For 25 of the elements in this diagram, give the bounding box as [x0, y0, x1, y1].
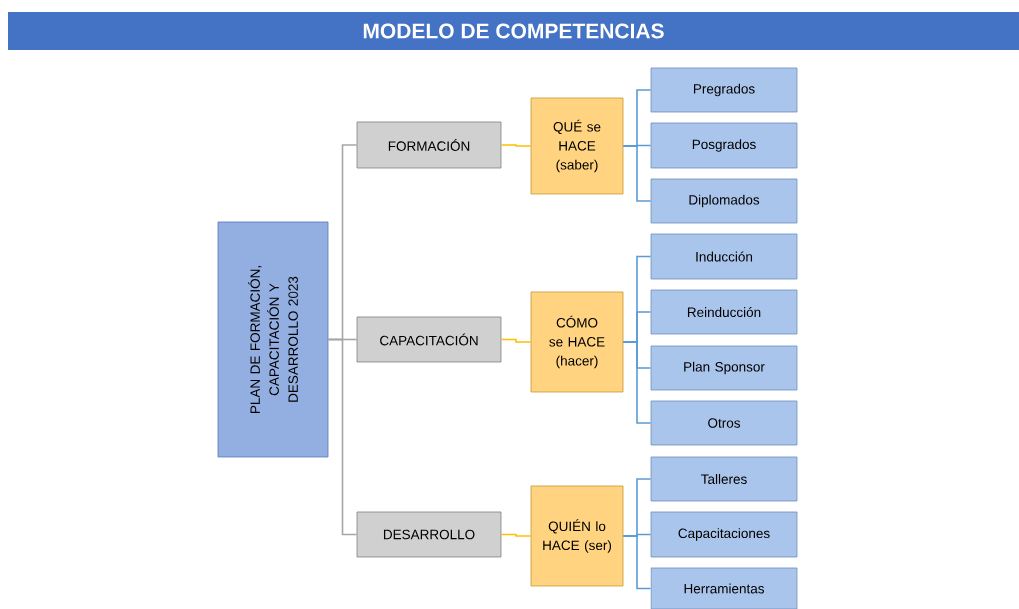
item-box: Herramientas — [650, 567, 798, 609]
item-box: Capacitaciones — [650, 511, 798, 558]
item-box: Otros — [650, 400, 798, 446]
item-box: Plan Sponsor — [650, 345, 798, 391]
connector-line — [622, 341, 652, 424]
category-box: FORMACIÓN — [356, 121, 502, 169]
connector-line — [500, 144, 532, 147]
connector-line — [622, 145, 652, 202]
category-box: CAPACITACIÓN — [356, 316, 502, 363]
item-box: Talleres — [650, 456, 798, 502]
question-box: QUÉ se HACE (saber) — [530, 97, 624, 195]
question-box: QUIÉN lo HACE (ser) — [530, 485, 624, 587]
question-box: CÓMO se HACE (hacer) — [530, 291, 624, 393]
connector-line — [500, 338, 532, 343]
connector-line — [500, 533, 532, 537]
connector-line — [622, 535, 652, 590]
item-box: Posgrados — [650, 122, 798, 169]
category-box: DESARROLLO — [356, 511, 502, 558]
title-bar: MODELO DE COMPETENCIAS — [8, 12, 1019, 50]
item-box: Reinducción — [650, 289, 798, 335]
item-box: Inducción — [650, 233, 798, 280]
connector-line — [327, 338, 358, 536]
item-box: Diplomados — [650, 178, 798, 224]
item-box: Pregrados — [650, 67, 798, 113]
root-box: PLAN DE FORMACIÓN, CAPACITACIÓN Y DESARROLLO 2023 — [217, 221, 329, 458]
